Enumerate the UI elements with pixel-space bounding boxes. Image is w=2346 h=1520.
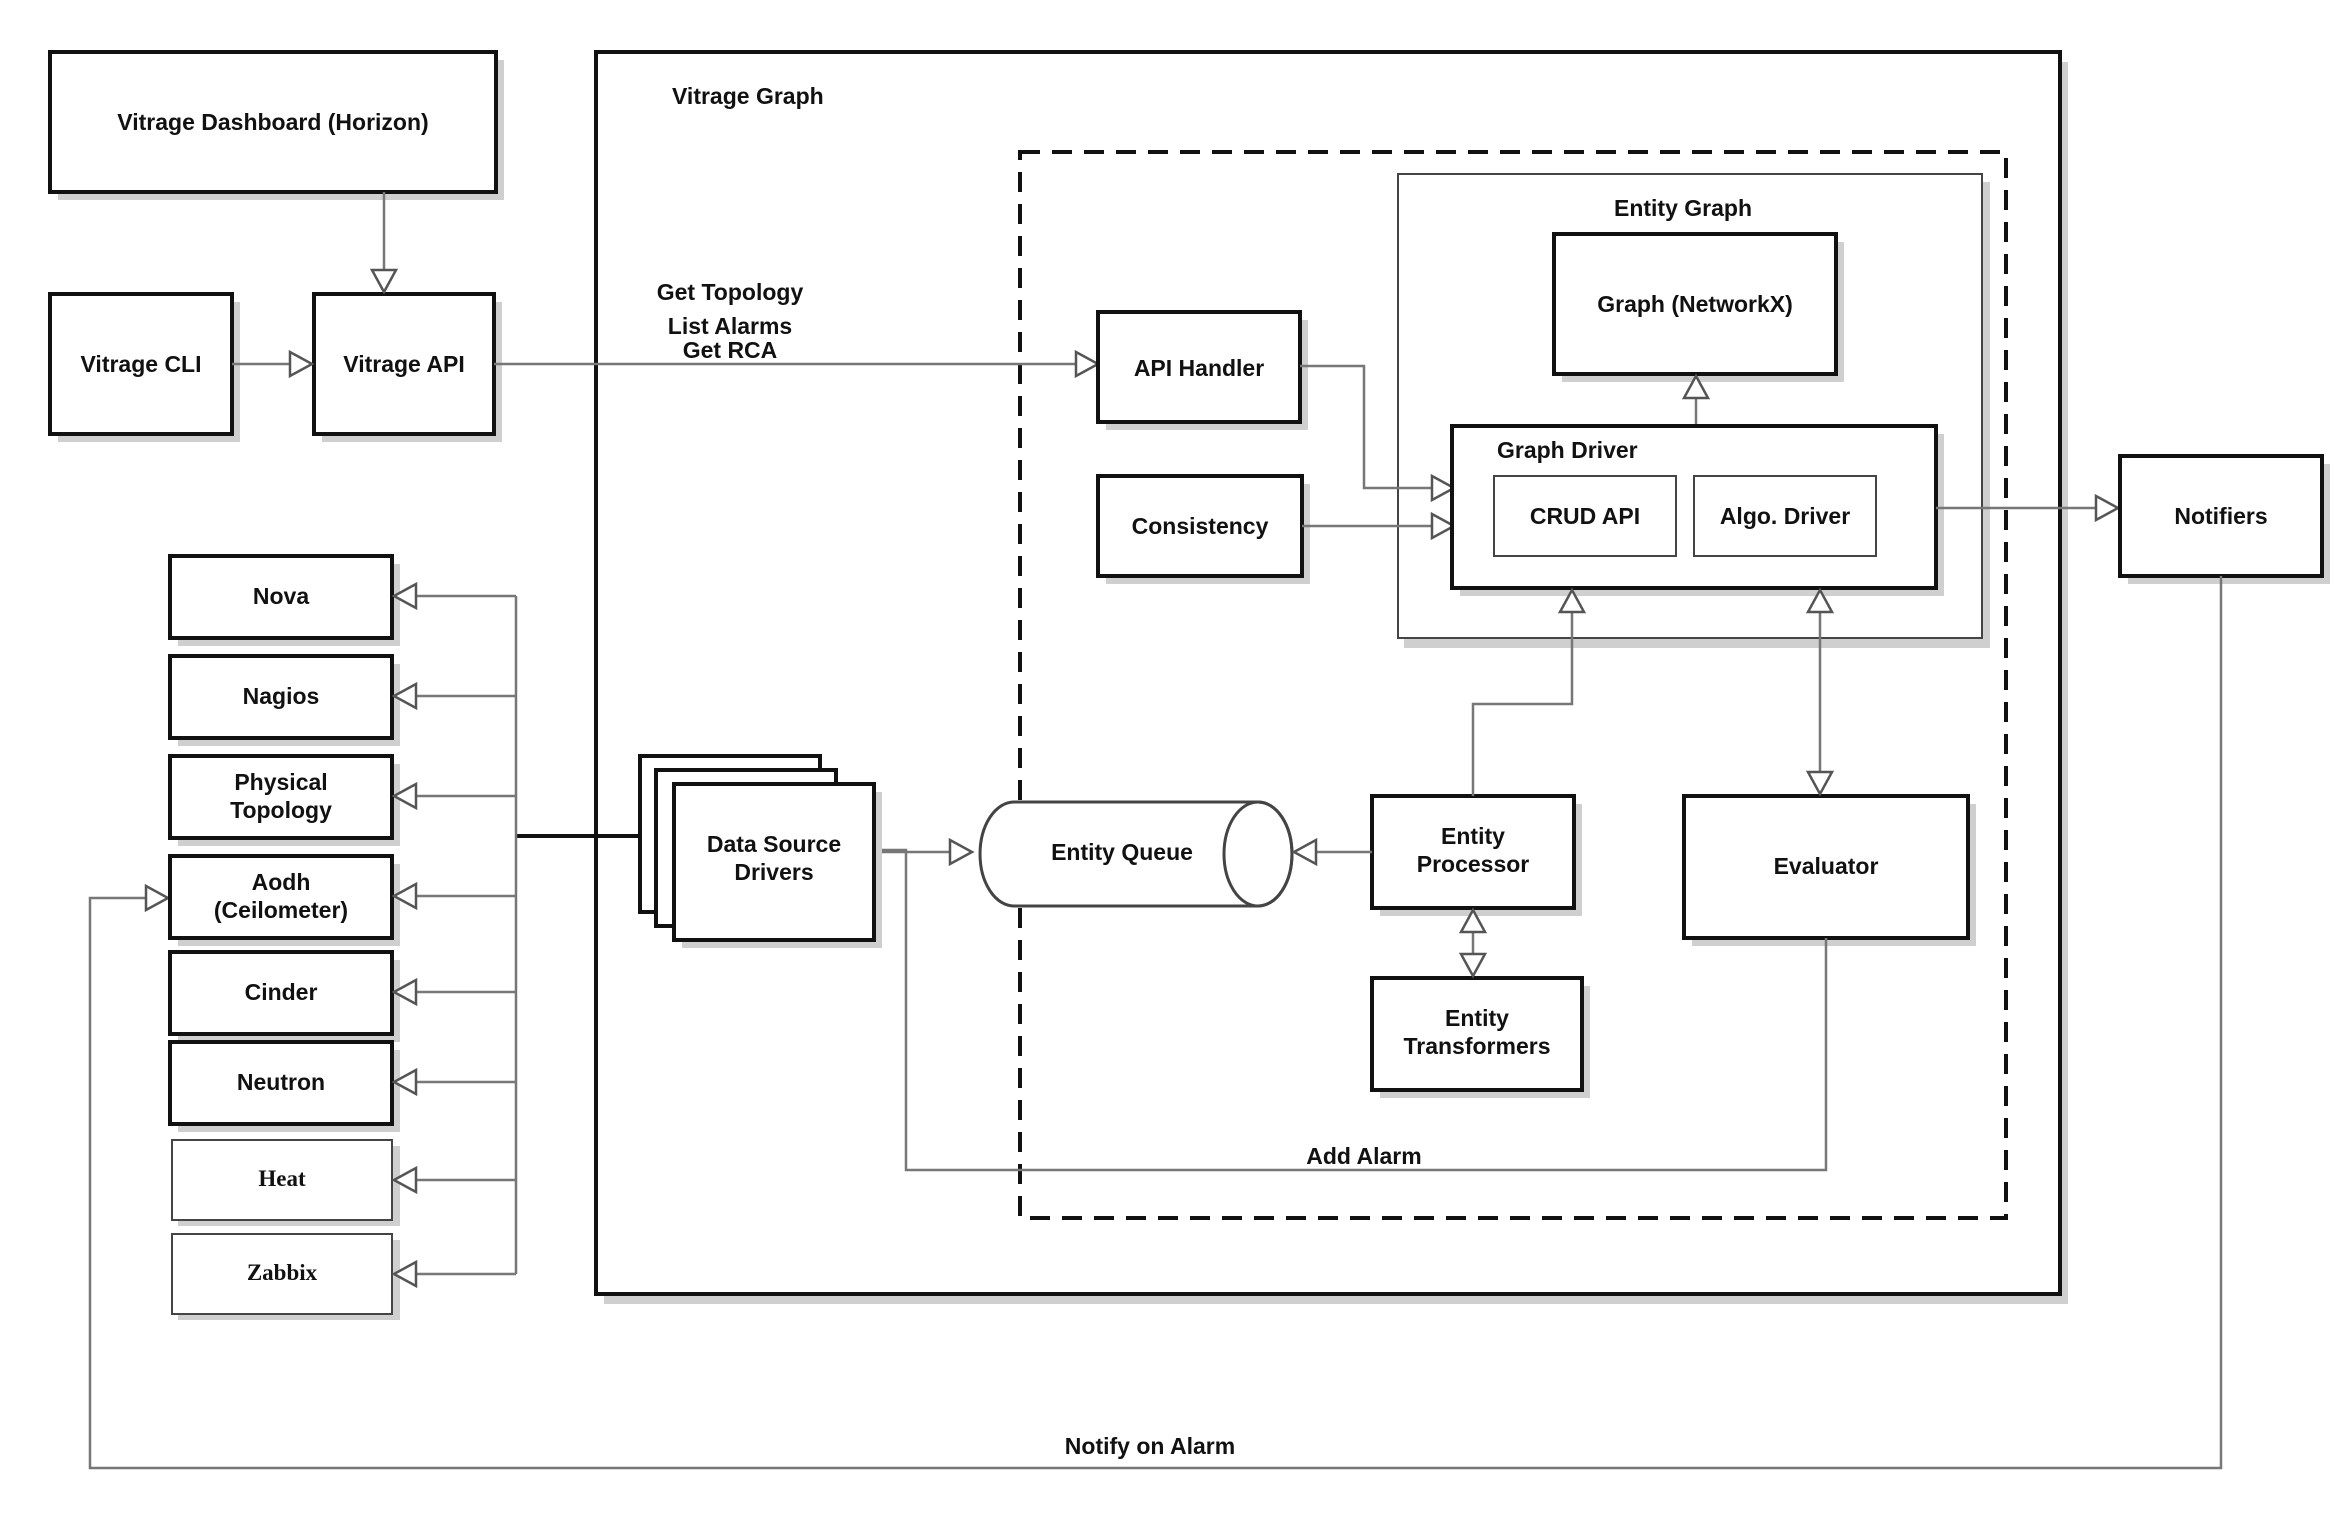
- crud-api-node: [1493, 475, 1677, 557]
- notifiers-node: [2118, 454, 2324, 578]
- evaluator-label: Evaluator: [1774, 853, 1879, 879]
- entity-processor-label-line1: Entity: [1441, 823, 1505, 849]
- algo-driver-label: Algo. Driver: [1720, 503, 1850, 529]
- entity-processor-node: [1370, 794, 1576, 910]
- vitrage-graph-label: Vitrage Graph: [672, 83, 824, 109]
- arrow-head: [1291, 837, 1318, 867]
- api-handler-label: API Handler: [1134, 355, 1264, 381]
- edge-processor-crud: [1471, 612, 1574, 796]
- datasource-nagios: Nagios: [168, 654, 516, 746]
- datasource-heat: Heat: [171, 1139, 516, 1226]
- entity-graph-label: Entity Graph: [1614, 195, 1752, 221]
- datasource-zabbix: Zabbix: [171, 1233, 516, 1320]
- arrow-head: [369, 268, 399, 295]
- arrow-head: [144, 883, 171, 913]
- datasource-neutron: Neutron: [168, 1040, 516, 1132]
- ds-drivers-label-line2: Drivers: [734, 859, 813, 885]
- edge-notify-on-alarm: [88, 576, 2223, 1470]
- entity-queue-cap: [1222, 800, 1294, 908]
- datasource-aodh: Aodh (Ceilometer): [168, 854, 516, 946]
- entity-transformers-label-line2: Transformers: [1403, 1033, 1550, 1059]
- aodh-node: [168, 854, 394, 940]
- arrow-head: [1458, 952, 1488, 979]
- vitrage-cli-label: Vitrage CLI: [81, 351, 202, 377]
- datasource-physical-topology: Physical Topology: [168, 754, 516, 846]
- aodh-label-line1: Aodh: [252, 869, 311, 895]
- arrow-head: [391, 1165, 418, 1195]
- crud-api-label: CRUD API: [1530, 503, 1640, 529]
- arrow-head: [1430, 473, 1457, 503]
- arrow-head: [2094, 493, 2121, 523]
- nova-node: [168, 554, 394, 640]
- consistency-label: Consistency: [1132, 513, 1269, 539]
- arrow-head: [391, 581, 418, 611]
- physical-topology-node: [168, 754, 394, 840]
- dashed-container: [1018, 150, 2008, 1220]
- aodh-label-line2: (Ceilometer): [214, 897, 348, 923]
- arrow-head: [1805, 770, 1835, 797]
- arrow-head: [1805, 587, 1835, 614]
- arrow-head: [391, 681, 418, 711]
- heat-node: [171, 1139, 393, 1221]
- arrow-head: [391, 977, 418, 1007]
- arrow-head: [948, 837, 975, 867]
- arrow-head: [391, 781, 418, 811]
- arrow-head: [1681, 373, 1711, 400]
- get-rca-label: Get RCA: [683, 337, 778, 363]
- arrow-head: [1458, 907, 1488, 934]
- vitrage-dashboard-label: Vitrage Dashboard (Horizon): [117, 109, 428, 135]
- ds-drivers-label-line1: Data Source: [707, 831, 841, 857]
- entity-queue-label: Entity Queue: [1051, 839, 1193, 865]
- cinder-node: [168, 950, 394, 1036]
- consistency-node: [1096, 474, 1304, 578]
- entity-transformers-node: [1370, 976, 1584, 1092]
- arrow-head: [391, 1259, 418, 1289]
- vitrage-cli-node: [48, 292, 234, 436]
- vitrage-dashboard-node: [48, 50, 498, 194]
- arrow-head: [1074, 349, 1101, 379]
- notifiers-label: Notifiers: [2174, 503, 2267, 529]
- vitrage-api-node: [312, 292, 496, 436]
- vitrage-api-label: Vitrage API: [343, 351, 464, 377]
- nova-label: Nova: [253, 583, 309, 609]
- arrow-head: [288, 349, 315, 379]
- arrow-head: [391, 881, 418, 911]
- algo-driver-node: [1693, 475, 1877, 557]
- ds-drivers-node: [672, 782, 876, 942]
- nagios-node: [168, 654, 394, 740]
- add-alarm-label: Add Alarm: [1306, 1143, 1421, 1169]
- heat-label: Heat: [258, 1166, 306, 1191]
- get-topology-label: Get Topology: [657, 279, 804, 305]
- physical-topology-label-line1: Physical: [234, 769, 327, 795]
- graph-networkx-label: Graph (NetworkX): [1597, 291, 1793, 317]
- arrow-head: [1557, 587, 1587, 614]
- neutron-node: [168, 1040, 394, 1126]
- arrow-head: [391, 1067, 418, 1097]
- neutron-label: Neutron: [237, 1069, 325, 1095]
- graph-networkx-node: [1552, 232, 1838, 376]
- physical-topology-label-line2: Topology: [230, 797, 332, 823]
- list-alarms-label: List Alarms: [668, 313, 792, 339]
- entity-processor-label-line2: Processor: [1417, 851, 1530, 877]
- entity-transformers-label-line1: Entity: [1445, 1005, 1509, 1031]
- notify-on-alarm-label: Notify on Alarm: [1065, 1433, 1235, 1459]
- nagios-label: Nagios: [243, 683, 320, 709]
- zabbix-label: Zabbix: [247, 1260, 318, 1285]
- graph-driver-label: Graph Driver: [1497, 437, 1638, 463]
- arrow-head: [1430, 511, 1457, 541]
- datasource-nova: Nova: [168, 554, 516, 646]
- edge-apihandler-graphdriver: [1300, 364, 1434, 490]
- edge-add-alarm: [872, 848, 1828, 1172]
- datasource-cinder: Cinder: [168, 950, 516, 1042]
- cinder-label: Cinder: [245, 979, 318, 1005]
